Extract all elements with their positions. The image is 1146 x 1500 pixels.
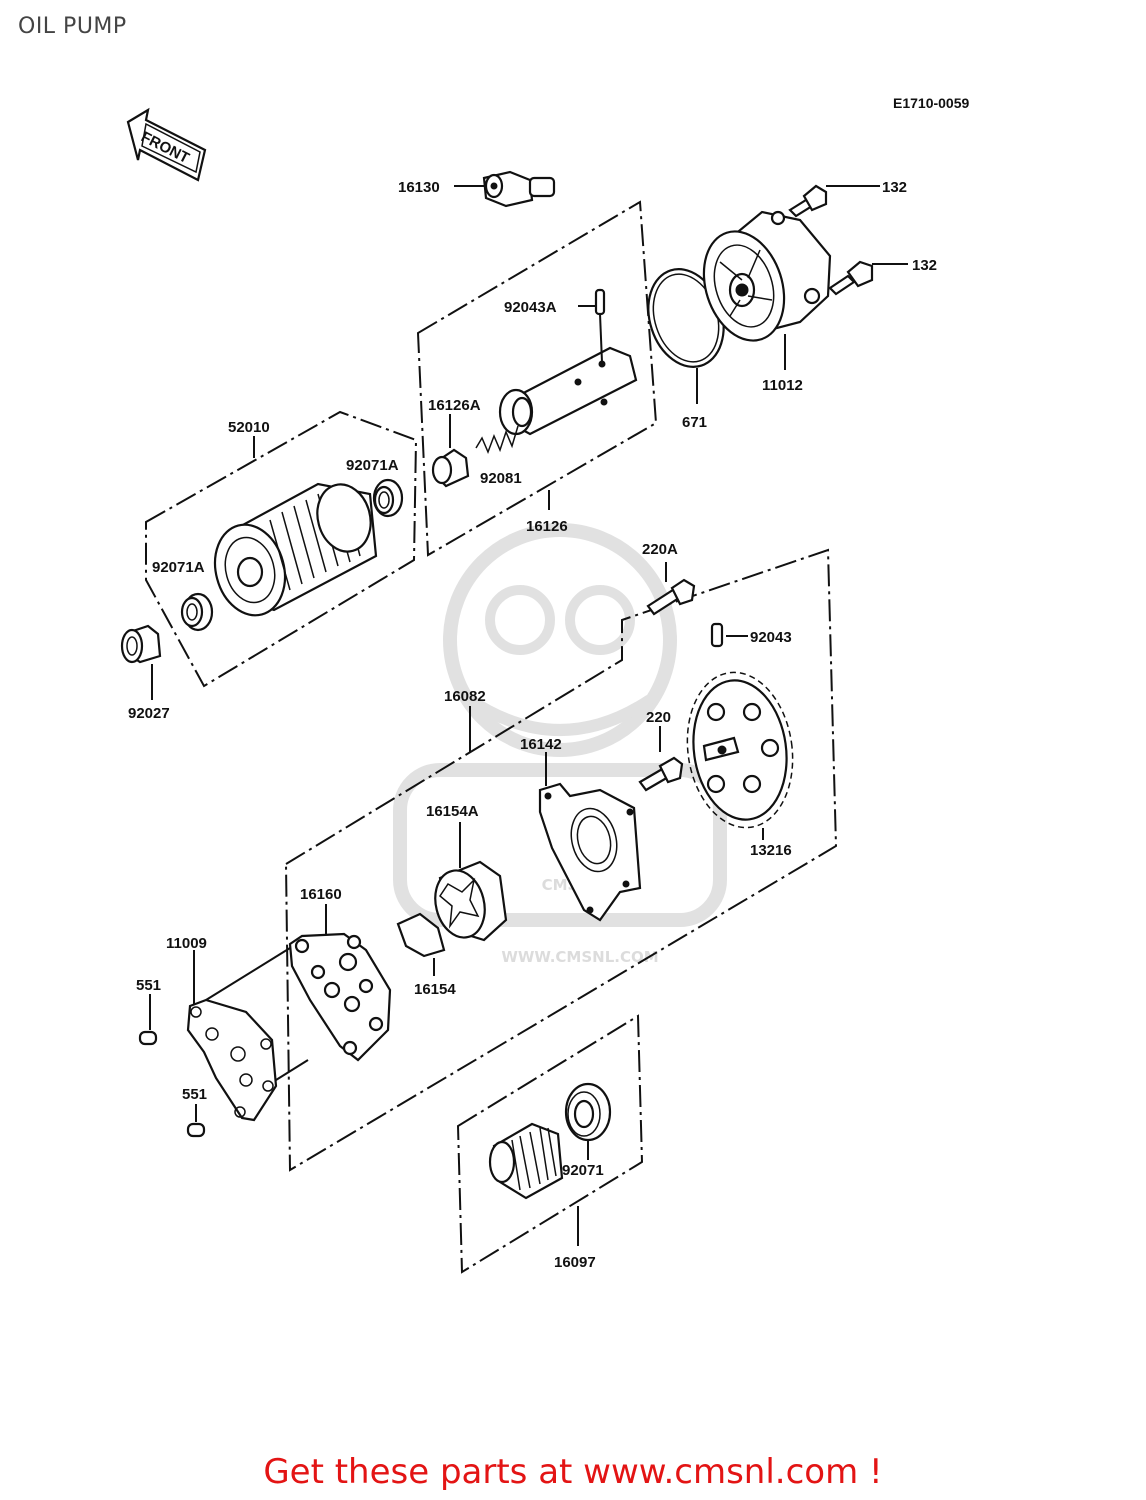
label-16142: 16142 [520,736,562,753]
diagram-code: E1710-0059 [893,95,970,111]
part-92081-spring [475,425,519,455]
label-220A: 220A [642,541,678,558]
part-132-bolt-a [788,184,880,218]
part-16126A-plunger [431,448,470,488]
label-16097: 16097 [554,1254,596,1271]
part-220-bolt [638,726,684,792]
watermark: CMS WWW.CMSNL.COM [393,523,727,966]
label-92081: 92081 [480,470,522,487]
label-220: 220 [646,709,671,726]
label-132-b: 132 [912,257,937,274]
group-box-16082 [284,548,838,1172]
part-92043-pin [710,622,748,648]
page-title: OIL PUMP [18,14,127,39]
label-16126A: 16126A [428,397,481,414]
label-11009: 11009 [166,935,207,952]
label-92071: 92071 [562,1162,604,1179]
part-16154A-outer-rotor [434,822,508,942]
part-16160-body [288,904,392,1062]
part-16154-inner-rotor [396,912,446,976]
part-92027-collar [120,624,162,700]
part-11012-cover [702,210,832,370]
part-132-bolt-b [828,260,908,296]
group-box-16097 [456,1014,644,1274]
label-13216: 13216 [750,842,792,859]
label-16126: 16126 [526,518,568,535]
group-box-52010 [145,410,418,688]
part-92043A [578,288,606,316]
watermark-url: WWW.CMSNL.COM [501,948,658,966]
label-16082: 16082 [444,688,486,705]
label-671: 671 [682,414,707,431]
part-16126-shaft [498,313,638,436]
part-220A-bolt [646,562,696,616]
label-132-a: 132 [882,179,907,196]
label-92027: 92027 [128,705,170,722]
part-13216-gear [686,671,794,840]
part-92071A-b [180,592,214,632]
part-11009-gasket [186,947,309,1122]
part-92071A-a [372,478,404,518]
label-551-b: 551 [182,1086,207,1103]
label-92043A: 92043A [504,299,557,316]
part-92071-seal [564,1082,612,1160]
label-92043: 92043 [750,629,792,646]
part-16097-strainer [488,1122,564,1200]
promo-link[interactable]: Get these parts at www.cmsnl.com ! [263,1452,883,1492]
label-11012: 11012 [762,377,803,394]
label-52010: 52010 [228,419,270,436]
label-16160: 16160 [300,886,342,903]
label-92071A-b: 92071A [152,559,205,576]
group-box-16126 [416,200,658,557]
part-16130 [454,170,556,208]
front-arrow-icon: FRONT [126,107,207,182]
label-16130: 16130 [398,179,440,196]
label-92071A-a: 92071A [346,457,399,474]
part-551-dowel-a [138,994,158,1046]
label-16154: 16154 [414,981,456,998]
label-551-a: 551 [136,977,161,994]
part-16142-plate [538,752,642,922]
part-551-dowel-b [186,1104,206,1138]
label-16154A: 16154A [426,803,479,820]
part-52010-oil-filter [213,482,378,617]
